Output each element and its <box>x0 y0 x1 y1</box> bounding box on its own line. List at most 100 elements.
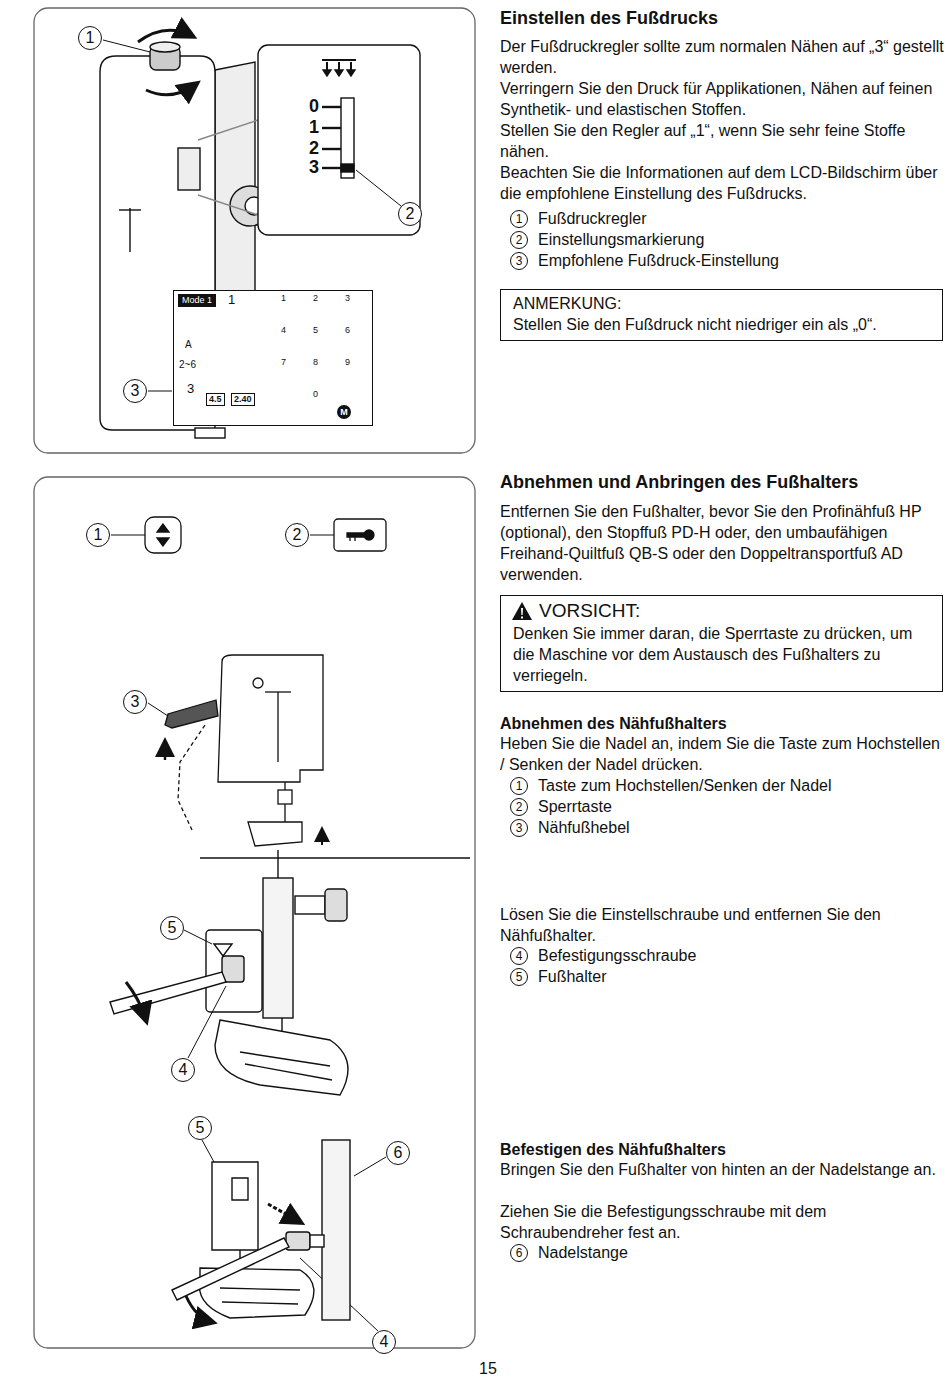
lcd-text: 2 <box>313 293 318 304</box>
lcd-text: 5 <box>313 325 318 336</box>
illustration-line <box>277 850 278 878</box>
illustration-line <box>322 106 341 108</box>
illustration-line <box>178 725 205 830</box>
lcd-text: 7 <box>281 357 286 368</box>
illustration-line <box>240 1052 332 1080</box>
illustration-line <box>310 535 334 536</box>
illustration-line <box>34 8 475 453</box>
illustration-line <box>214 944 232 956</box>
callout-number: 4 <box>171 1058 195 1082</box>
callout-number: 2 <box>398 202 422 226</box>
callout-number: 3 <box>510 252 528 270</box>
illustration-line <box>188 986 226 1058</box>
sub-heading: Befestigen des Nähfußhalters <box>500 1139 945 1160</box>
scale-number: 2 <box>309 138 319 158</box>
warning-triangle <box>512 602 532 620</box>
machine-side <box>148 655 470 858</box>
illustration-line <box>265 691 291 692</box>
illustration-line <box>278 790 292 804</box>
illustration-line <box>164 742 167 760</box>
illustration-line <box>165 700 218 728</box>
illustration-line <box>148 391 172 392</box>
body-text: Bringen Sie den Fußhalter von hinten an … <box>500 1159 945 1180</box>
body-text: Stellen Sie den Regler auf „1“, wenn Sie… <box>500 120 945 162</box>
illustration-line <box>215 1020 348 1095</box>
illustration-line <box>172 1238 289 1300</box>
illustration-line <box>157 524 169 546</box>
callout-number: 6 <box>386 1141 410 1165</box>
illustration-line <box>295 896 325 914</box>
illustration-line <box>186 1296 212 1322</box>
illustration-line <box>34 477 475 1348</box>
scale-number: 0 <box>309 96 319 116</box>
sub-heading: Abnehmen des Nähfußhalters <box>500 713 945 734</box>
illustration-line <box>200 857 470 858</box>
illustration-line <box>178 148 200 190</box>
lcd-text: 0 <box>313 389 318 400</box>
callout-number: 1 <box>86 523 110 547</box>
illustration-line <box>198 195 258 215</box>
caution-box: VORSICHT:Denken Sie immer daran, die Spe… <box>500 595 943 692</box>
lcd-text: 2~6 <box>179 359 196 370</box>
illustration-line <box>322 60 356 70</box>
lcd-text: 2.40 <box>231 393 255 406</box>
lcd-text: Mode 1 <box>178 294 216 307</box>
box-heading: ANMERKUNG: <box>513 293 932 314</box>
callout-number: 3 <box>510 819 528 837</box>
body-text: Nadelstange <box>538 1242 938 1263</box>
illustration-line <box>325 889 347 921</box>
panel-frame <box>34 8 475 1348</box>
illustration-line <box>253 678 263 688</box>
body-text: Entfernen Sie den Fußhalter, bevor Sie d… <box>500 501 947 585</box>
lcd-text: A <box>185 339 192 350</box>
illustration-line <box>248 822 302 846</box>
illustration-line <box>232 1178 248 1200</box>
body-text: Sperrtaste <box>538 796 938 817</box>
lcd-text: 8 <box>313 357 318 368</box>
body-text: Der Fußdruckregler sollte zum normalen N… <box>500 36 945 78</box>
lcd-text: 1 <box>281 293 286 304</box>
illustration-line <box>356 170 401 206</box>
lcd-text: 1 <box>228 293 235 307</box>
illustration-line <box>138 30 192 42</box>
illustration-line <box>354 1157 386 1176</box>
illustration-line <box>126 982 146 1020</box>
illustration-line <box>341 164 354 172</box>
illustration-line <box>119 209 141 210</box>
illustration-line <box>222 956 244 982</box>
body-text: 15 <box>479 1358 509 1378</box>
illustration-line <box>150 42 180 52</box>
callout-number: 1 <box>510 777 528 795</box>
illustration-line <box>322 1140 350 1320</box>
callout-number: 1 <box>510 210 528 228</box>
button-icons <box>111 517 386 553</box>
illustration-line <box>212 1162 258 1250</box>
illustration-line <box>258 45 420 235</box>
body-text: Ziehen Sie die Befestigungsschraube mit … <box>500 1201 945 1243</box>
body-text: Verringern Sie den Druck für Applikation… <box>500 78 945 120</box>
illustration-line <box>310 1235 324 1247</box>
body-text: Lösen Sie die Einstellschraube und entfe… <box>500 904 945 946</box>
lcd-text: M <box>337 405 351 419</box>
body-text: Befestigungsschraube <box>538 945 938 966</box>
presser-foot-removal <box>110 850 348 1095</box>
scale-number: 3 <box>309 157 319 177</box>
lcd-text: 3 <box>345 293 350 304</box>
illustration-line <box>103 40 150 52</box>
box-text: Denken Sie immer daran, die Sperrtaste z… <box>513 623 932 686</box>
illustration-line <box>322 148 341 150</box>
illustration-line <box>206 930 262 1012</box>
illustration-line <box>322 167 341 169</box>
presser-foot-attach <box>172 1140 350 1322</box>
illustration-line <box>218 655 323 782</box>
box-heading: VORSICHT: <box>513 599 932 623</box>
illustration-line <box>322 127 341 129</box>
lcd-text: 3 <box>187 382 194 396</box>
machine-drawing <box>100 30 420 438</box>
illustration-line <box>111 535 145 536</box>
callout-number: 2 <box>285 523 309 547</box>
illustration-line <box>110 972 226 1014</box>
illustration-line <box>334 519 386 551</box>
note-box: ANMERKUNG:Stellen Sie den Fußdruck nicht… <box>500 289 943 341</box>
illustration-line <box>198 120 258 140</box>
